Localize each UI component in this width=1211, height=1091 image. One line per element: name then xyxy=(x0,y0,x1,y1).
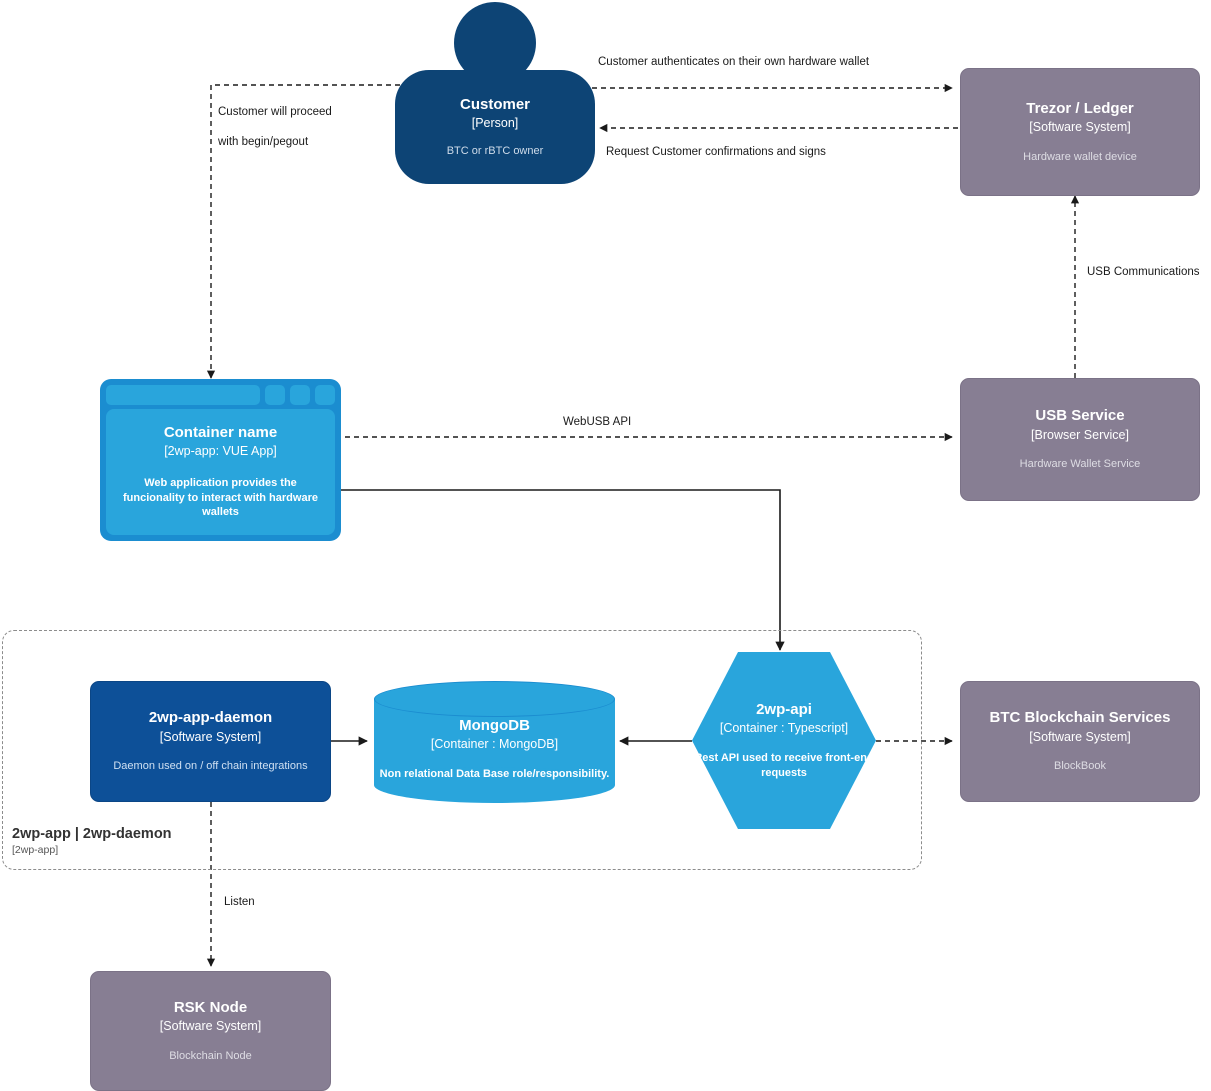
node-mongodb[interactable]: MongoDB [Container : MongoDB] Non relati… xyxy=(374,681,615,803)
window-control-maximize-icon[interactable] xyxy=(290,385,310,405)
node-trezor-ledger-title: Trezor / Ledger xyxy=(1026,99,1134,117)
person-body: Customer [Person] BTC or rBTC owner xyxy=(395,70,595,184)
edge-label-customer-to-app-line2: with begin/pegout xyxy=(218,136,309,148)
hexagon-shape xyxy=(692,652,876,829)
node-vue-app-title: Container name xyxy=(163,423,278,441)
window-control-close-icon[interactable] xyxy=(315,385,335,405)
node-customer[interactable]: Customer [Person] BTC or rBTC owner xyxy=(395,2,595,184)
node-btc-blockchain-services-description: BlockBook xyxy=(1054,760,1106,773)
node-2wp-api-title: 2wp-api xyxy=(756,700,812,718)
node-trezor-ledger-subtitle: [Software System] xyxy=(1029,120,1131,135)
node-usb-service-title: USB Service xyxy=(1035,407,1125,425)
cylinder-top-cap xyxy=(374,681,615,717)
boundary-2wp-app xyxy=(2,630,922,870)
node-mongodb-title: MongoDB xyxy=(459,716,530,734)
window-titlebar xyxy=(106,385,335,405)
window-address-bar xyxy=(106,385,260,405)
edge-label-customer-to-trezor: Customer authenticates on their own hard… xyxy=(598,56,870,68)
node-2wp-app-daemon-title: 2wp-app-daemon xyxy=(148,709,273,727)
edge-vue-app-to-api xyxy=(341,489,785,651)
cylinder-text: MongoDB [Container : MongoDB] Non relati… xyxy=(374,681,615,803)
node-2wp-api-description: Rest API used to receive front-end reque… xyxy=(694,751,874,779)
edge-label-usb-communications: USB Communications xyxy=(1087,266,1200,278)
node-trezor-ledger-description: Hardware wallet device xyxy=(1023,150,1137,163)
node-rsk-node-subtitle: [Software System] xyxy=(159,1019,262,1034)
node-rsk-node[interactable]: RSK Node [Software System] Blockchain No… xyxy=(90,971,331,1091)
node-btc-blockchain-services-title: BTC Blockchain Services xyxy=(989,709,1171,727)
boundary-label: 2wp-app | 2wp-daemon [2wp-app] xyxy=(12,826,312,856)
node-rsk-node-title: RSK Node xyxy=(173,998,248,1016)
node-usb-service-description: Hardware Wallet Service xyxy=(1019,458,1141,471)
node-rsk-node-description: Blockchain Node xyxy=(169,1049,252,1062)
edge-customer-to-vue-app xyxy=(206,84,400,379)
node-btc-blockchain-services-subtitle: [Software System] xyxy=(1029,729,1131,744)
node-mongodb-description: Non relational Data Base role/responsibi… xyxy=(379,767,610,780)
node-vue-app-subtitle: [2wp-app: VUE App] xyxy=(164,444,277,459)
node-mongodb-subtitle: [Container : MongoDB] xyxy=(430,737,559,752)
node-customer-description: BTC or rBTC owner xyxy=(446,144,544,157)
boundary-type: [2wp-app] xyxy=(12,844,59,856)
edge-label-trezor-to-customer: Request Customer confirmations and signs xyxy=(606,146,826,158)
node-2wp-api-subtitle: [Container : Typescript] xyxy=(719,721,849,736)
hexagon-text: 2wp-api [Container : Typescript] Rest AP… xyxy=(682,652,886,829)
node-2wp-api[interactable]: 2wp-api [Container : Typescript] Rest AP… xyxy=(692,652,876,829)
boundary-name: 2wp-app | 2wp-daemon xyxy=(12,826,172,842)
edge-label-listen: Listen xyxy=(224,896,255,908)
node-2wp-app-daemon-description: Daemon used on / off chain integrations xyxy=(113,760,308,773)
node-vue-app-description: Web application provides the funcionalit… xyxy=(123,476,318,519)
node-customer-title: Customer xyxy=(459,95,530,113)
node-2wp-app-daemon[interactable]: 2wp-app-daemon [Software System] Daemon … xyxy=(90,681,331,802)
node-btc-blockchain-services[interactable]: BTC Blockchain Services [Software System… xyxy=(960,681,1200,802)
node-usb-service-subtitle: [Browser Service] xyxy=(1031,427,1129,442)
cylinder-bottom-cap xyxy=(374,767,615,803)
node-customer-subtitle: [Person] xyxy=(471,116,519,131)
edge-label-webusb-api: WebUSB API xyxy=(563,416,632,428)
node-vue-app[interactable]: Container name [2wp-app: VUE App] Web ap… xyxy=(100,379,341,541)
node-trezor-ledger[interactable]: Trezor / Ledger [Software System] Hardwa… xyxy=(960,68,1200,196)
node-usb-service[interactable]: USB Service [Browser Service] Hardware W… xyxy=(960,378,1200,501)
edge-label-customer-to-app-line1: Customer will proceed xyxy=(218,106,332,118)
node-2wp-app-daemon-subtitle: [Software System] xyxy=(159,729,262,744)
window-body: Container name [2wp-app: VUE App] Web ap… xyxy=(106,409,335,535)
window-control-minimize-icon[interactable] xyxy=(265,385,285,405)
